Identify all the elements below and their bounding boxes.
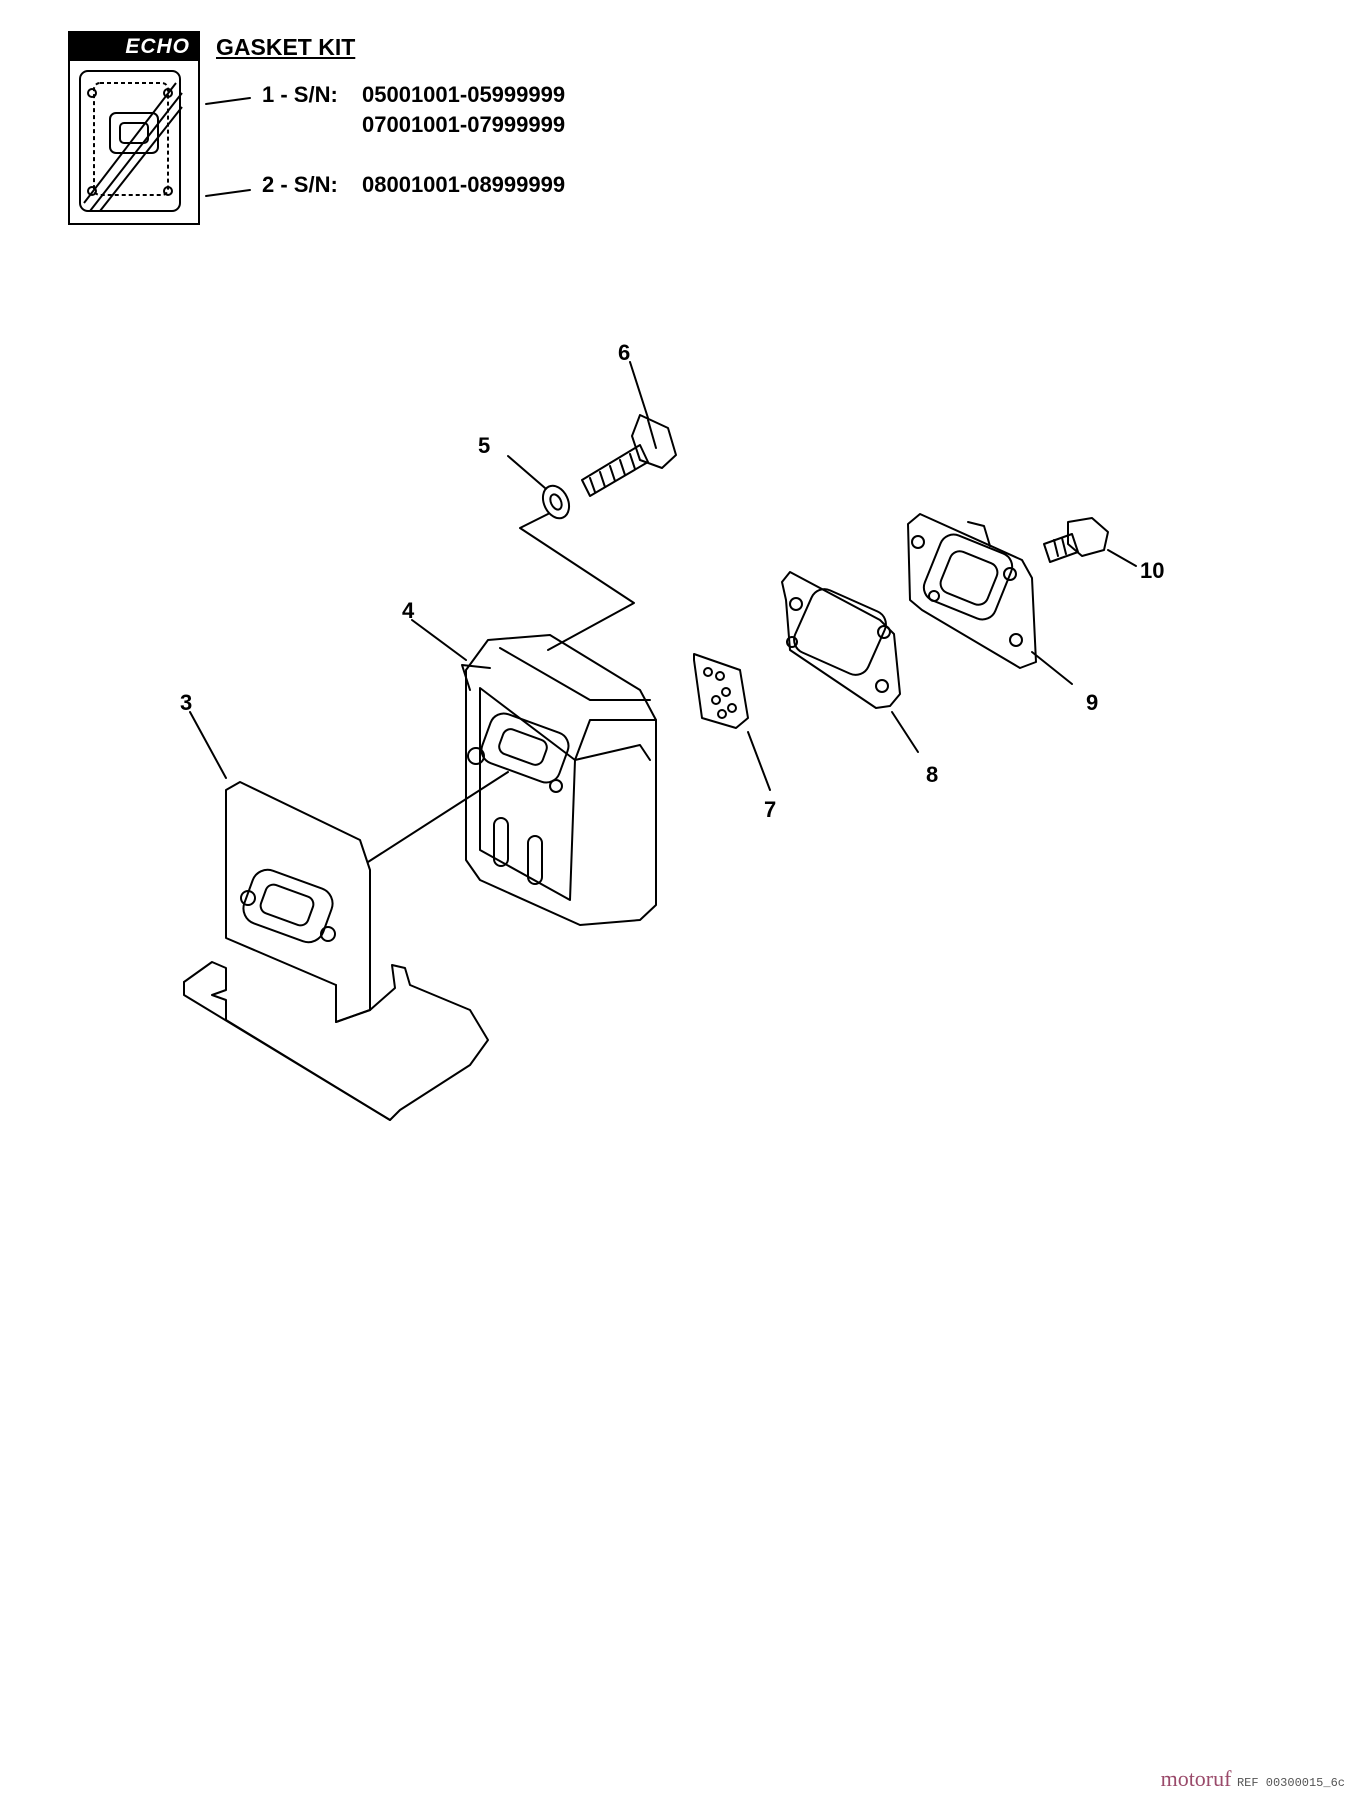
callout-9: 9 — [1086, 690, 1099, 715]
gasket-kit-thumbnail: ECHO — [68, 31, 200, 225]
callout-8: 8 — [926, 762, 939, 787]
part-8-gasket — [781, 571, 919, 753]
callout-3: 3 — [180, 690, 193, 715]
gasket-kit-title: GASKET KIT — [216, 34, 356, 60]
gasket-kit-sketch — [79, 70, 183, 212]
kit-item-1-range-b: 07001001-07999999 — [362, 112, 566, 137]
part-6-bolt — [581, 361, 677, 497]
callout-6: 6 — [618, 340, 631, 365]
kit-item-2-range: 08001001-08999999 — [362, 172, 566, 197]
callout-7: 7 — [764, 797, 777, 822]
callout-5: 5 — [478, 433, 491, 458]
leader-kit-1 — [205, 97, 251, 105]
echo-logo: ECHO — [70, 33, 198, 61]
callout-4: 4 — [402, 598, 415, 623]
kit-item-1-label: 1 - S/N: — [262, 82, 338, 107]
footer-ref-code: REF 00300015_6c — [1236, 1776, 1345, 1790]
part-3-heat-shield — [183, 711, 489, 1121]
part-10-screw — [1043, 517, 1137, 567]
kit-item-2-label: 2 - S/N: — [262, 172, 338, 197]
footer-watermark: motoruf REF 00300015_6c — [1160, 1766, 1345, 1791]
part-9-exhaust-plate — [907, 513, 1073, 685]
kit-item-1-range-a: 05001001-05999999 — [362, 82, 566, 107]
part-7-screen — [693, 653, 771, 791]
callout-10: 10 — [1140, 558, 1165, 583]
leader-kit-2 — [205, 189, 251, 197]
part-5-washer — [507, 455, 571, 520]
part-4-muffler — [411, 619, 657, 926]
